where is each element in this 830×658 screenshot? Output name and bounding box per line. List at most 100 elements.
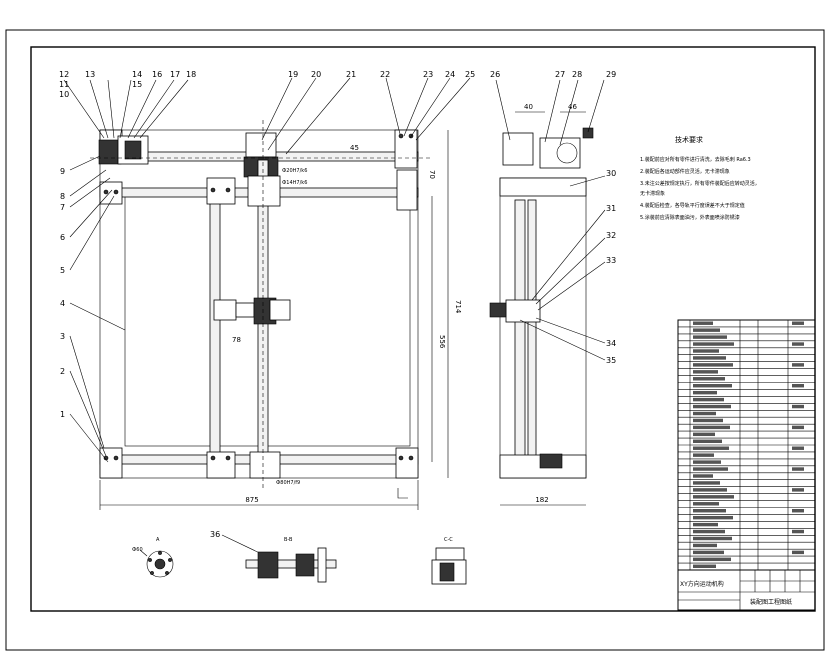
technical-requirements: 技术要求 1.装配前应对所有零件进行清洗，去除毛刺 Ra6.3 2.装配后各运动… bbox=[640, 135, 760, 221]
callout-17: 17 bbox=[170, 70, 180, 79]
callout-22: 22 bbox=[380, 70, 390, 79]
carriage-bottom-left bbox=[206, 451, 236, 479]
parts-row-name-glyph bbox=[693, 564, 716, 568]
dim-45: 45 bbox=[350, 144, 359, 152]
slider-link bbox=[235, 302, 255, 318]
parts-row-name-glyph bbox=[693, 425, 730, 430]
callout-4: 4 bbox=[60, 299, 65, 308]
section-label-a: A bbox=[156, 537, 160, 543]
callout-15: 15 bbox=[132, 80, 142, 89]
parts-row-name-glyph bbox=[693, 509, 726, 513]
callout-34: 34 bbox=[606, 339, 616, 348]
callout-6: 6 bbox=[60, 233, 65, 242]
detail-b-flange bbox=[317, 547, 327, 583]
parts-row-note-glyph bbox=[792, 425, 804, 430]
corner-block-tl2 bbox=[99, 181, 123, 205]
sheet-outer-border bbox=[5, 29, 825, 651]
parts-row-name-glyph bbox=[693, 522, 718, 527]
callout-8: 8 bbox=[60, 192, 65, 201]
parts-row-note-glyph bbox=[792, 550, 804, 555]
parts-list bbox=[677, 319, 816, 611]
callouts-front: 12 11 10 13 14 15 16 17 18 9 8 7 6 5 4 3… bbox=[59, 70, 475, 419]
parts-row-name-glyph bbox=[693, 474, 713, 478]
corner-block-br bbox=[395, 447, 419, 479]
callout-5: 5 bbox=[60, 266, 65, 275]
carriage-top-right bbox=[247, 175, 281, 207]
parts-row-name-glyph bbox=[693, 488, 727, 492]
tech-req-line-3: 3.未注公差按规定执行，所有零件装配后应转动灵活， bbox=[640, 180, 760, 187]
carriage-bottom-right bbox=[249, 451, 281, 479]
side-slider bbox=[505, 299, 541, 323]
callout-1: 1 bbox=[60, 410, 65, 419]
callout-27: 27 bbox=[555, 70, 565, 79]
dim-overall-height: 714 bbox=[454, 300, 462, 314]
parts-row-name-glyph bbox=[693, 557, 731, 562]
side-gear bbox=[556, 142, 578, 164]
parts-row-name-glyph bbox=[693, 481, 720, 485]
dim-78: 78 bbox=[232, 336, 241, 344]
parts-row-name-glyph bbox=[693, 370, 718, 374]
parts-row-name-glyph bbox=[693, 453, 714, 457]
tech-req-line-6: 5.涂装前应清除表面油污，外表面喷涂防锈漆 bbox=[640, 214, 740, 221]
parts-row-name-glyph bbox=[693, 432, 715, 437]
dim-70: 70 bbox=[428, 170, 436, 179]
parts-row-name-glyph bbox=[693, 321, 713, 325]
parts-row-note-glyph bbox=[792, 446, 804, 450]
parts-row-name-glyph bbox=[693, 495, 734, 499]
section-mark bbox=[397, 488, 408, 499]
title-block: XY方向运动机构 装配图工程图纸 bbox=[678, 569, 815, 610]
side-rail-2 bbox=[527, 199, 537, 459]
tech-req-line-5: 4.装配后检查，各导轨平行度误差不大于规定值 bbox=[640, 202, 745, 209]
callout-21: 21 bbox=[346, 70, 356, 79]
title-block-subtitle: 装配图工程图纸 bbox=[750, 598, 792, 606]
corner-block-tr bbox=[394, 129, 418, 169]
callout-18: 18 bbox=[186, 70, 196, 79]
detail-a-hub bbox=[154, 558, 166, 570]
callout-leaders-front bbox=[63, 77, 471, 463]
callout-9: 9 bbox=[60, 167, 65, 176]
parts-row-name-glyph bbox=[693, 356, 726, 360]
parts-row-name-glyph bbox=[693, 377, 725, 381]
side-top-block bbox=[499, 177, 587, 197]
parts-row-name-glyph bbox=[693, 328, 720, 332]
tech-req-title: 技术要求 bbox=[675, 135, 703, 144]
callout-2: 2 bbox=[60, 367, 65, 376]
side-slider-knob bbox=[489, 302, 507, 318]
dim-side-width: 182 bbox=[535, 496, 548, 504]
detail-view-c: C-C bbox=[431, 537, 467, 585]
dim-side-46: 46 bbox=[568, 103, 577, 111]
callouts-side: 26 27 28 29 30 31 32 33 34 35 bbox=[490, 70, 616, 365]
parts-row-name-glyph bbox=[693, 363, 733, 367]
parts-row-name-glyph bbox=[693, 439, 722, 443]
title-block-title: XY方向运动机构 bbox=[680, 580, 724, 588]
parts-row-name-glyph bbox=[693, 411, 716, 416]
detail-view-b: B-B 36 bbox=[210, 530, 337, 583]
parts-row-name-glyph bbox=[693, 404, 731, 409]
callout-7: 7 bbox=[60, 203, 65, 212]
tech-req-line-4: 无卡滞现象 bbox=[640, 190, 665, 197]
callout-20: 20 bbox=[311, 70, 321, 79]
callout-29: 29 bbox=[606, 70, 616, 79]
callout-13: 13 bbox=[85, 70, 95, 79]
parts-row-name-glyph bbox=[693, 384, 732, 388]
gear-hatch-left bbox=[124, 140, 142, 160]
side-gearbox bbox=[539, 137, 581, 169]
parts-row-note-glyph bbox=[792, 488, 804, 492]
callout-33: 33 bbox=[606, 256, 616, 265]
section-label-c: C-C bbox=[444, 537, 453, 543]
slider-right bbox=[269, 299, 291, 321]
parts-row-name-glyph bbox=[693, 543, 717, 548]
callout-19: 19 bbox=[288, 70, 298, 79]
tech-req-line-1: 1.装配前应对所有零件进行清洗，去除毛刺 Ra6.3 bbox=[640, 156, 751, 163]
corner-block-bl bbox=[99, 447, 123, 479]
callout-16: 16 bbox=[152, 70, 162, 79]
parts-row-name-glyph bbox=[693, 550, 724, 555]
dim-inner-height: 556 bbox=[438, 335, 446, 349]
parts-row-name-glyph bbox=[693, 335, 727, 339]
detail-b-gear-left bbox=[257, 551, 279, 579]
parts-row-note-glyph bbox=[792, 342, 804, 346]
parts-row-name-glyph bbox=[693, 536, 732, 541]
parts-row-note-glyph bbox=[792, 384, 804, 388]
callout-31: 31 bbox=[606, 204, 616, 213]
parts-row-name-glyph bbox=[693, 397, 724, 402]
